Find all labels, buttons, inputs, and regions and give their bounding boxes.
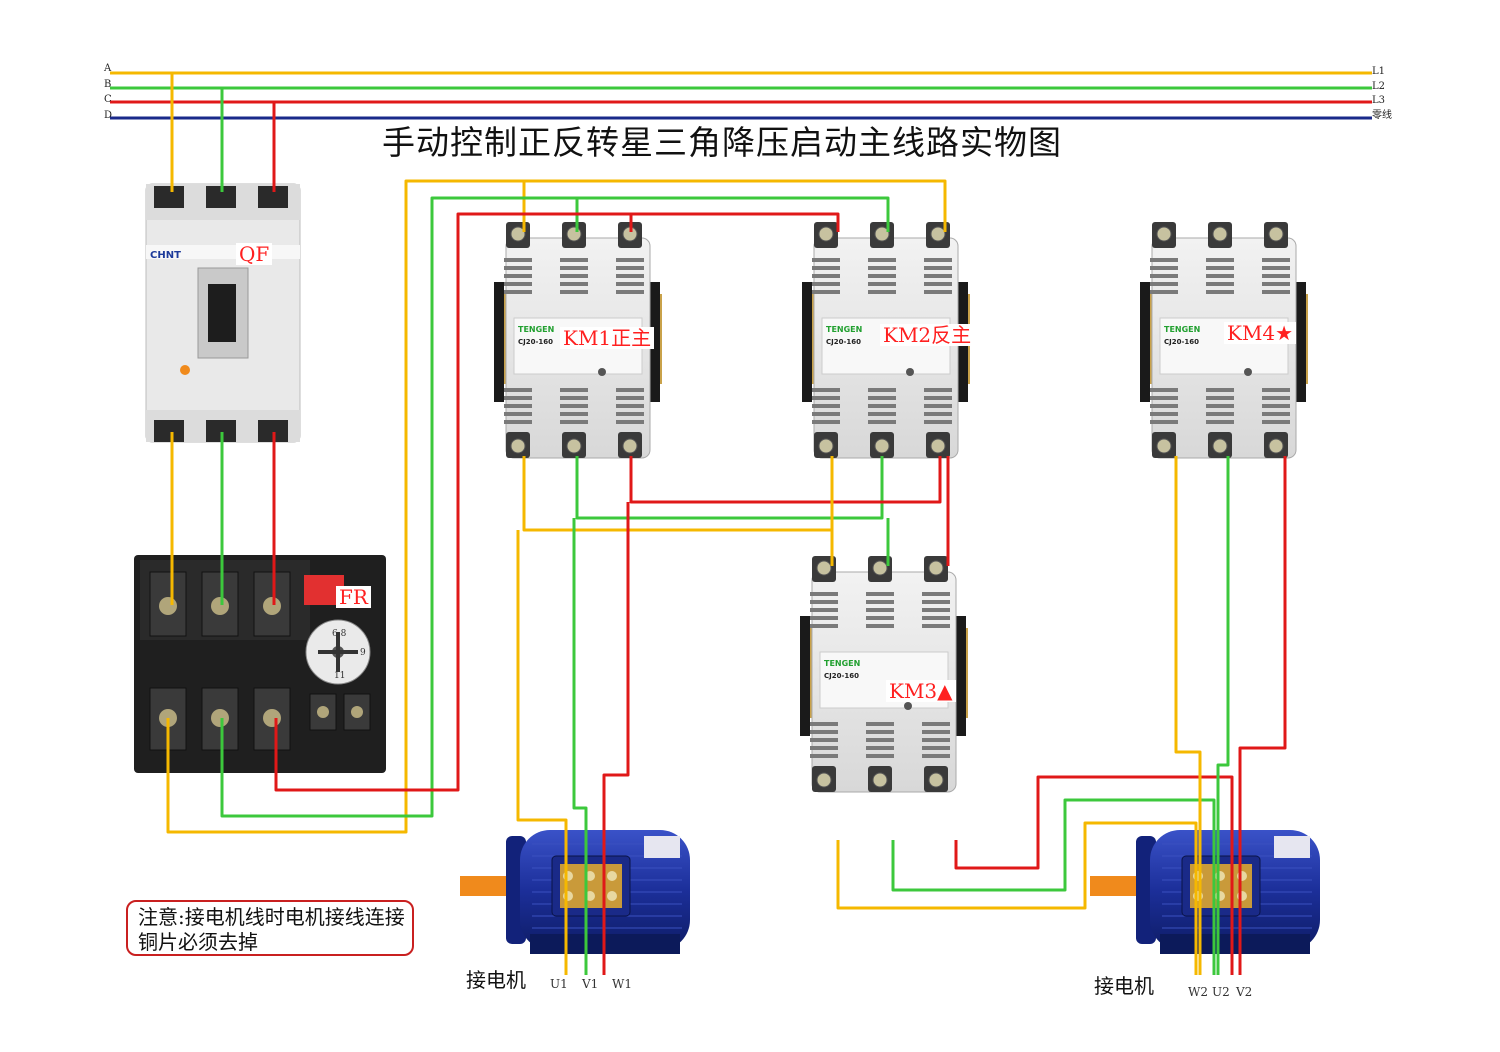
wire-km3-b-m2	[891, 798, 1216, 975]
wire-km3-c-m2	[954, 775, 1234, 975]
bus-label-l1: L1	[1372, 66, 1386, 77]
svg-text:CJ20-160: CJ20-160	[826, 338, 861, 346]
breaker-brand: CHNT	[150, 250, 181, 261]
km1-label: KM1正主	[560, 327, 655, 349]
svg-text:CJ20-160: CJ20-160	[518, 338, 553, 346]
star-icon: ★	[1275, 321, 1294, 345]
breaker-label: QF	[236, 243, 273, 265]
page-title: 手动控制正反转星三角降压启动主线路实物图	[382, 123, 1062, 162]
svg-text:CJ20-160: CJ20-160	[824, 672, 859, 680]
bus-label-c: C	[104, 94, 112, 105]
motor-2	[1090, 830, 1320, 954]
svg-text:TENGEN: TENGEN	[824, 659, 860, 668]
km3-label: KM3▲	[886, 680, 956, 702]
motor1-caption: 接电机	[466, 968, 526, 992]
svg-text:CJ20-160: CJ20-160	[1164, 338, 1199, 346]
fr-dial-label: 6.8	[332, 629, 347, 639]
wire-v2	[1238, 456, 1287, 975]
fr-dial-label: 11	[334, 671, 345, 681]
motor2-caption: 接电机	[1094, 974, 1154, 998]
wire-a-fr-km	[166, 179, 947, 834]
wire-km3-a-m2	[836, 821, 1198, 975]
bus-label-d: D	[104, 110, 113, 121]
wire-v1	[572, 518, 588, 975]
km3-label-text: KM3	[889, 679, 938, 703]
bus-label-neutral: 零线	[1372, 110, 1392, 121]
fr-dial-label: 9	[360, 648, 366, 658]
motor1-terminal-u1: U1	[550, 977, 568, 991]
wire-u1	[516, 530, 568, 975]
wire-w1	[602, 502, 630, 975]
km4-label-text: KM4	[1227, 321, 1276, 345]
svg-text:TENGEN: TENGEN	[826, 325, 862, 334]
wire-u2	[1216, 456, 1230, 975]
overload-relay-fr: 6.8 9 11	[134, 555, 386, 773]
motor2-terminal-v2: V2	[1236, 985, 1253, 999]
wire-c-km-out	[629, 456, 942, 504]
bus-label-l3: L3	[1372, 95, 1386, 106]
motor-1	[460, 830, 690, 954]
motor1-terminal-v1: V1	[582, 977, 599, 991]
wiring-note: 注意:接电机线时电机接线连接铜片必须去掉	[126, 900, 414, 956]
svg-text:TENGEN: TENGEN	[1164, 325, 1200, 334]
wires	[166, 73, 1287, 975]
bus-label-a: A	[104, 63, 112, 74]
wire-b-km-out	[575, 456, 884, 520]
wire-c-fr-km	[274, 212, 840, 792]
motor2-terminal-w2: W2	[1188, 985, 1208, 999]
km2-label: KM2反主	[880, 324, 975, 346]
km4-label: KM4★	[1224, 321, 1297, 345]
wire-b-fr-km	[220, 196, 890, 818]
wire-w2	[1174, 456, 1202, 975]
motor1-terminal-w1: W1	[612, 977, 632, 991]
bus-bars	[110, 71, 1372, 120]
triangle-icon: ▲	[937, 679, 953, 703]
contactor-km2: TENGEN CJ20-160	[802, 222, 970, 459]
motor2-terminal-u2: U2	[1212, 985, 1230, 999]
contactor-km3: TENGEN CJ20-160	[800, 556, 968, 793]
breaker-qf: CHNT	[145, 183, 301, 443]
overload-relay-label: FR	[336, 586, 371, 608]
svg-text:TENGEN: TENGEN	[518, 325, 554, 334]
bus-label-b: B	[104, 79, 112, 90]
bus-label-l2: L2	[1372, 81, 1386, 92]
